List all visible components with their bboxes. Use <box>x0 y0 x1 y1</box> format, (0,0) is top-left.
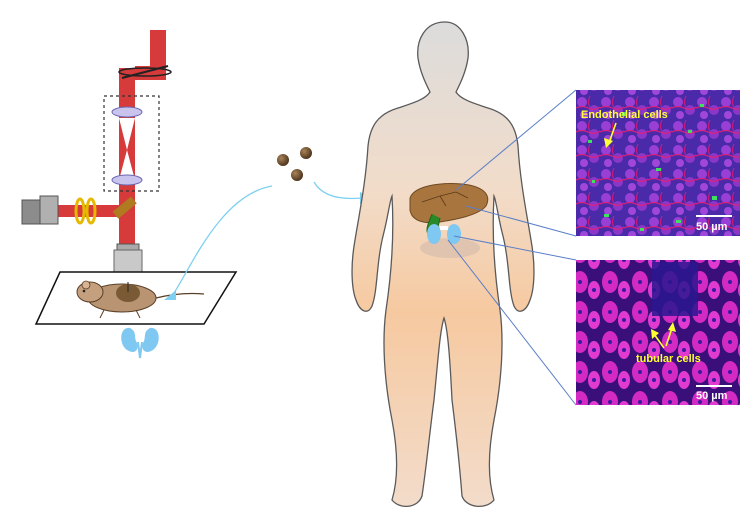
liver-icon <box>409 183 489 224</box>
tubular-label: tubular cells <box>636 353 701 365</box>
telescope-box <box>103 95 160 192</box>
arrow-to-human <box>313 181 363 200</box>
tubular-arrow-right <box>665 327 673 347</box>
arrow-to-mouse <box>171 185 273 297</box>
panel-endothelial: Endothelial cells 50 µm <box>576 90 740 236</box>
body-kidney-icon <box>427 224 461 244</box>
beam-focus <box>119 118 135 180</box>
two-photon-microscope-icon <box>21 30 238 359</box>
nanoparticles-icon <box>277 147 312 181</box>
endothelial-arrow <box>608 122 617 144</box>
endothelial-arrow-head <box>604 138 613 148</box>
endothelial-marker-spots <box>588 104 717 231</box>
endothelial-label: Endothelial cells <box>581 109 668 121</box>
connector-bot-2 <box>447 239 577 406</box>
laser-beam-horizontal <box>54 205 124 217</box>
human-body-icon <box>351 21 535 507</box>
connector-top-1 <box>455 89 577 191</box>
lens-upper <box>111 106 143 118</box>
lens-lower <box>111 174 143 186</box>
scale-bar-top-label: 50 µm <box>696 221 728 233</box>
tubular-arrow-left-head <box>651 329 659 339</box>
dichroic-mirror <box>112 196 137 219</box>
arrow-to-mouse-head <box>164 290 176 300</box>
panel-tubular: tubular cells 50 µm <box>576 260 740 405</box>
scale-bar-bottom-label: 50 µm <box>696 390 728 402</box>
connector-top-2 <box>465 205 577 237</box>
tubular-arrow-right-head <box>668 322 676 332</box>
tubular-dark-region <box>652 262 698 316</box>
connector-bot-1 <box>453 235 577 261</box>
filter-ring-2 <box>85 197 97 225</box>
filter-ring-1 <box>74 197 86 225</box>
scan-mirror-icon <box>118 65 172 79</box>
kidney-icon <box>121 327 159 359</box>
mouse-icon <box>76 280 205 319</box>
liver-vessels <box>421 191 469 207</box>
tubular-arrow-left <box>653 333 665 349</box>
camera-icon <box>21 195 59 225</box>
